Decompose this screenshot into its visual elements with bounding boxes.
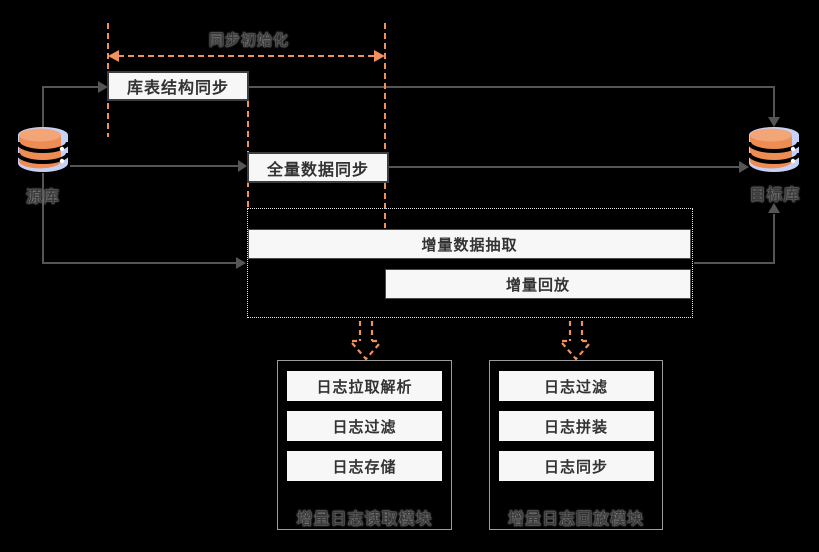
arrowhead-into-target-bottom [768, 203, 780, 213]
log-replayer-module: 日志过滤 日志拼装 日志同步 增量日志回放模块 [489, 360, 663, 530]
arrowhead-into-schema [98, 81, 108, 93]
dashed-down-arrow-right [561, 321, 591, 361]
source-db-label: 源库 [25, 189, 60, 206]
schema-sync-box: 库表结构同步 [107, 71, 249, 101]
wire-source-to-incr [42, 173, 236, 264]
reader-step-pull-parse: 日志拉取解析 [287, 371, 442, 401]
incremental-dotted-container [247, 208, 693, 318]
replayer-step-assemble: 日志拼装 [498, 411, 654, 441]
log-reader-module: 日志拉取解析 日志过滤 日志存储 增量日志读取模块 [277, 360, 452, 530]
reader-step-filter: 日志过滤 [287, 411, 442, 441]
reader-step-store: 日志存储 [287, 451, 442, 481]
dashed-down-arrow-left [351, 321, 381, 361]
incr-replay-box: 增量回放 [385, 269, 691, 299]
replayer-module-title: 增量日志回放模块 [507, 511, 644, 528]
wire-source-to-schema [42, 86, 98, 128]
phase-arrowheads [108, 50, 385, 62]
wire-schema-to-target [249, 86, 775, 117]
arrowhead-into-target-top [768, 117, 780, 127]
gray-arrowheads [98, 81, 780, 269]
replayer-step-filter: 日志过滤 [498, 371, 654, 401]
source-database-icon [17, 127, 69, 172]
target-db-label: 目标库 [749, 187, 801, 204]
phase-dashed-lines [107, 23, 386, 228]
dashed-block-arrows [351, 321, 591, 361]
gray-wires [42, 86, 775, 264]
replayer-step-sync: 日志同步 [498, 451, 654, 481]
arrowhead-into-target-left [739, 161, 749, 173]
reader-module-title: 增量日志读取模块 [296, 511, 433, 528]
wire-incr-to-target [694, 214, 775, 264]
arrowhead-into-incr [236, 257, 246, 269]
arrowhead-into-full [238, 160, 247, 172]
incr-extract-box: 增量数据抽取 [248, 229, 691, 259]
full-sync-box: 全量数据同步 [247, 152, 389, 183]
phase-label: 同步初始化 [208, 32, 289, 49]
phase-arrowhead-left [108, 50, 119, 62]
target-database-icon [748, 127, 800, 172]
phase-arrowhead-right [374, 50, 385, 62]
